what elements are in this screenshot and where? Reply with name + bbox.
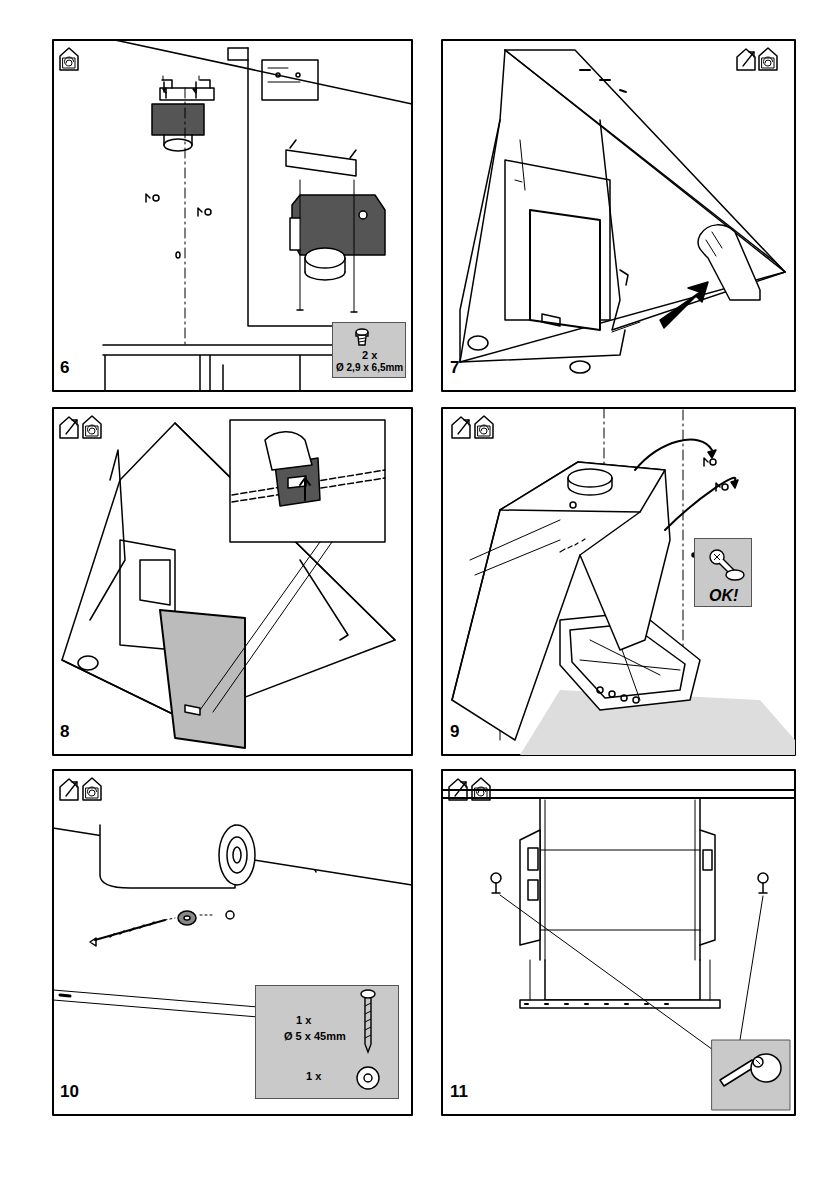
panel-frames [53, 40, 795, 1115]
panel-7-art [460, 50, 785, 373]
part-spec-box: 2 xØ 2,9 x 6,5mm [332, 322, 406, 378]
panel-number: 9 [450, 722, 459, 742]
panel-number: 10 [60, 1082, 79, 1102]
part-icon [256, 986, 400, 1100]
spec-text: 1 x [306, 1070, 321, 1082]
panel-number: 6 [60, 358, 69, 378]
mode-icons [60, 48, 777, 800]
panel-8-art [62, 420, 395, 748]
spec-text: OK! [709, 587, 738, 605]
part-spec-box: 1 x Ø 5 x 45mm 1 x [255, 985, 399, 1099]
part-spec-box: OK! [694, 538, 752, 607]
panel-11-art [442, 790, 795, 1110]
spec-text: Ø 5 x 45mm [284, 1030, 346, 1042]
panel-number: 7 [450, 358, 459, 378]
panel-number: 11 [450, 1082, 468, 1102]
spec-text: 2 x [362, 349, 377, 361]
panel-6-art [103, 40, 412, 391]
panel-number: 8 [60, 722, 69, 742]
spec-text: 1 x [296, 1014, 311, 1026]
panel-9-art [452, 408, 795, 755]
spec-text: Ø 2,9 x 6,5mm [336, 362, 403, 373]
